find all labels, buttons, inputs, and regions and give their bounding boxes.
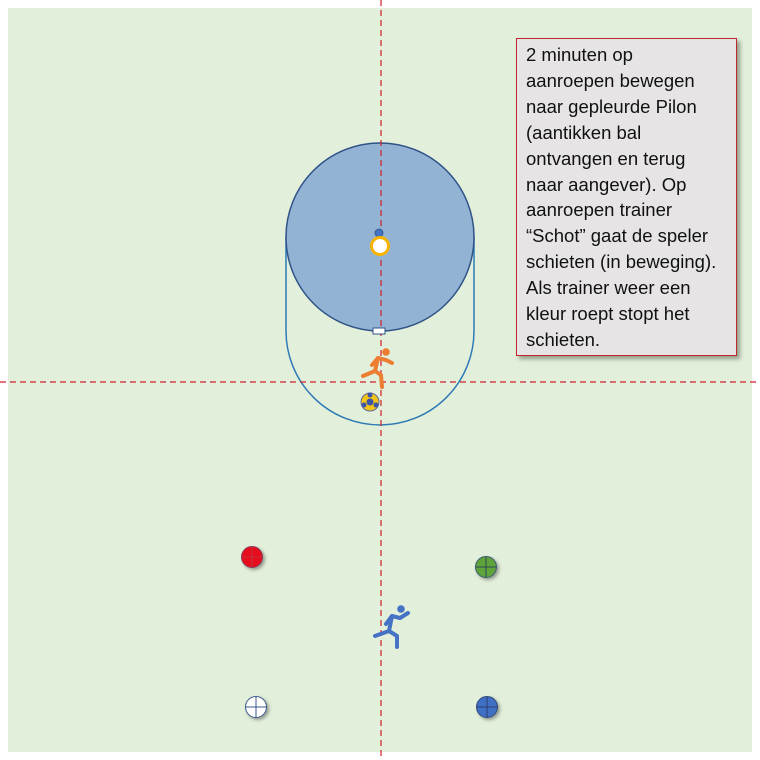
note-line: schieten. <box>526 328 601 350</box>
note-line: (aantikken bal <box>526 121 642 143</box>
note-line: naar gepleurde Pilon <box>526 95 697 117</box>
note-line: kleur roept stopt het <box>526 303 690 325</box>
runner-icon <box>361 348 394 389</box>
note-line: naar aangever). Op <box>526 173 687 195</box>
instruction-note: 2 minuten op aanroepen bewegen naar gepl… <box>516 38 737 356</box>
note-line: 2 minuten op <box>526 44 633 65</box>
note-line: “Schot” gaat de speler <box>526 225 709 247</box>
cone-white <box>245 696 267 718</box>
note-line: aanroepen trainer <box>526 199 673 221</box>
note-line: aanroepen bewegen <box>526 69 695 91</box>
note-line: ontvangen en terug <box>526 147 686 169</box>
note-line: schieten (in beweging). <box>526 251 717 273</box>
shooting-lane <box>285 237 475 426</box>
penalty-spot-marker <box>372 327 386 335</box>
ball-icon <box>360 392 380 412</box>
korfball-post-icon <box>370 228 390 256</box>
cone-green <box>475 556 497 578</box>
cone-red <box>241 546 263 568</box>
note-line: Als trainer weer een <box>526 277 691 299</box>
cone-blue <box>476 696 498 718</box>
runner-icon <box>373 605 410 649</box>
